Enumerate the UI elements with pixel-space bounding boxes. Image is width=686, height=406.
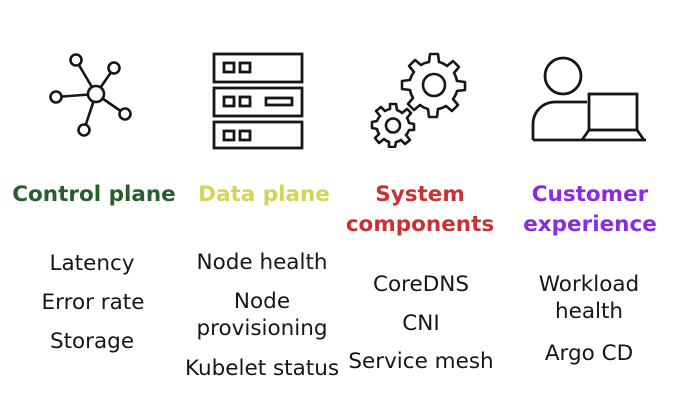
item-node-provisioning-line-1: Node <box>233 289 291 314</box>
item-cni-text: CNI <box>402 311 440 336</box>
item-error-rate-text: Error rate <box>41 290 145 315</box>
item-storage-text: Storage <box>49 329 135 354</box>
item-node-provisioning-line-2: provisioning <box>196 316 328 341</box>
heading-system-components-line-2: components <box>345 212 495 237</box>
item-workload-health: Workload health <box>539 271 639 325</box>
item-kubelet-status: Kubelet status <box>185 355 339 382</box>
item-coredns-text: CoreDNS <box>372 272 470 297</box>
item-error-rate: Error rate <box>42 289 145 316</box>
item-storage: Storage <box>50 328 134 355</box>
item-node-health-text: Node health <box>196 250 328 275</box>
heading-system-components-line-1: System <box>375 182 465 207</box>
item-latency: Latency <box>50 250 135 277</box>
item-argo-cd: Argo CD <box>545 340 633 367</box>
item-service-mesh: Service mesh <box>348 348 493 375</box>
gears-icon <box>368 44 472 148</box>
item-argo-cd-text: Argo CD <box>544 341 634 366</box>
item-service-mesh-text: Service mesh <box>348 349 494 374</box>
network-hub-icon <box>46 46 142 142</box>
user-laptop-icon <box>530 52 648 144</box>
heading-customer-experience-line-1: Customer <box>531 182 649 207</box>
heading-customer-experience-line-2: experience <box>523 212 657 237</box>
heading-data-plane-line-1: Data plane <box>198 182 330 207</box>
heading-customer-experience: Customer experience <box>496 180 684 240</box>
item-kubelet-status-text: Kubelet status <box>184 356 340 381</box>
item-coredns: CoreDNS <box>373 271 469 298</box>
item-workload-health-line-1: Workload <box>538 272 640 297</box>
item-cni: CNI <box>402 310 439 337</box>
item-node-provisioning: Node provisioning <box>196 288 327 342</box>
item-node-health: Node health <box>196 249 327 276</box>
item-workload-health-line-2: health <box>554 299 624 324</box>
heading-system-components: System components <box>326 180 514 240</box>
heading-control-plane: Control plane <box>0 180 188 210</box>
heading-control-plane-line-1: Control plane <box>12 182 176 207</box>
item-latency-text: Latency <box>49 251 135 276</box>
server-rack-icon <box>212 52 306 150</box>
heading-data-plane: Data plane <box>170 180 358 210</box>
